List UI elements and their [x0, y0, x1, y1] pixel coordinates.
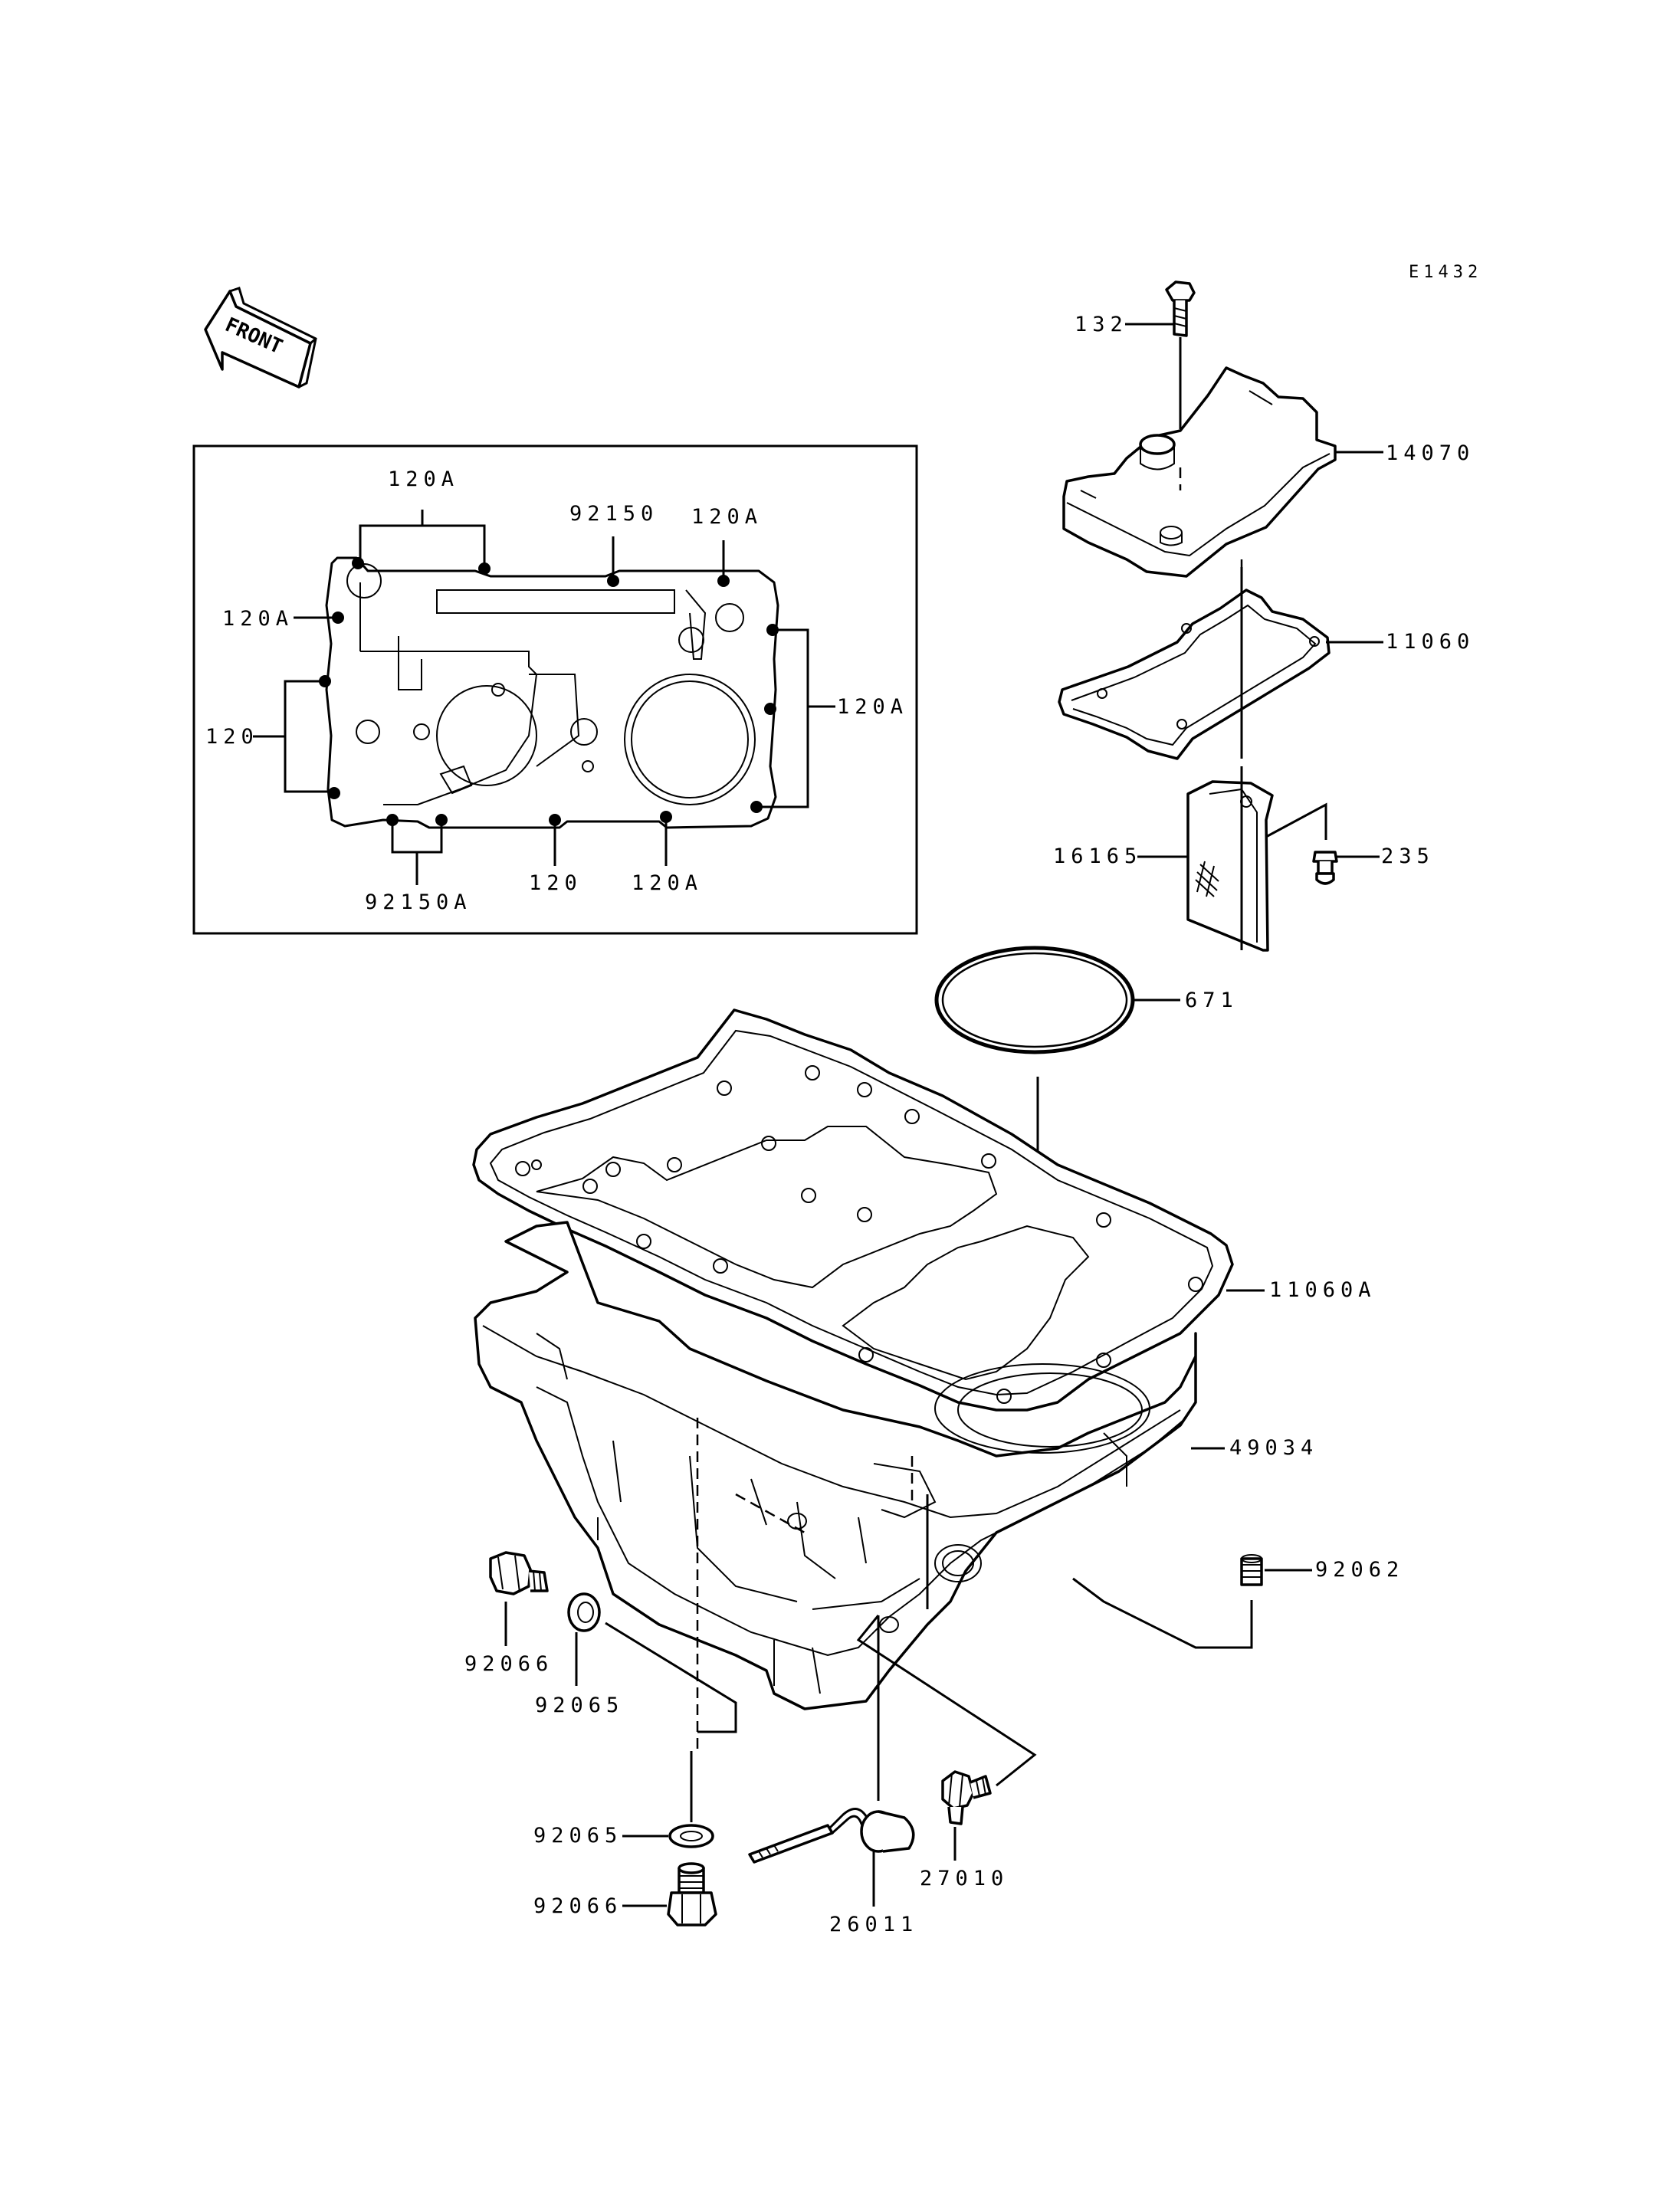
label-235: 235 [1381, 844, 1435, 868]
label-120a-top-right: 120A [691, 505, 763, 529]
plate-16165 [1137, 766, 1327, 952]
label-26011: 26011 [829, 1913, 918, 1936]
oil-pan-49034 [474, 1221, 1225, 1710]
cover-14070 [1062, 366, 1383, 578]
label-49034: 49034 [1229, 1436, 1318, 1460]
label-120a-bottom: 120A [632, 871, 703, 895]
label-120a-top: 120A [388, 467, 459, 491]
label-16165: 16165 [1053, 844, 1142, 868]
pin-92062 [1072, 1554, 1312, 1649]
washer-92065-left [567, 1592, 737, 1733]
label-11060: 11060 [1386, 630, 1475, 654]
label-92062: 92062 [1315, 1558, 1404, 1582]
sensor-26011 [748, 1808, 915, 1907]
label-27010: 27010 [920, 1867, 1009, 1890]
plug-92066-left [489, 1551, 549, 1646]
label-92150a-bottom: 92150A [365, 890, 472, 914]
label-92065-left: 92065 [535, 1694, 624, 1717]
front-arrow-icon: FRONT [204, 287, 317, 389]
label-120-bottom: 120 [529, 871, 582, 895]
washer-92065-bottom [622, 1751, 714, 1848]
label-11060a: 11060A [1269, 1278, 1376, 1302]
diagram-code: E1432 [1409, 263, 1482, 282]
bolt-132 [1125, 280, 1196, 429]
label-92066-left: 92066 [464, 1652, 553, 1676]
label-92150-top: 92150 [569, 502, 658, 526]
label-132: 132 [1075, 313, 1128, 336]
plug-92066-bottom [622, 1862, 717, 1926]
label-14070: 14070 [1386, 441, 1475, 465]
inset-bolt-pattern: 120A 92150 120A 120A 120 120A 92150A 120… [192, 444, 918, 935]
screw-235 [1312, 851, 1380, 885]
label-92066-bottom: 92066 [533, 1894, 622, 1918]
label-120a-left: 120A [222, 607, 294, 631]
label-120a-right: 120A [837, 695, 908, 719]
label-120-left: 120 [205, 725, 259, 749]
gasket-11060a [472, 1008, 1265, 1412]
label-671: 671 [1185, 989, 1239, 1012]
label-92065-bottom: 92065 [533, 1824, 622, 1848]
switch-27010 [856, 1615, 1037, 1861]
gasket-11060 [1058, 559, 1383, 760]
